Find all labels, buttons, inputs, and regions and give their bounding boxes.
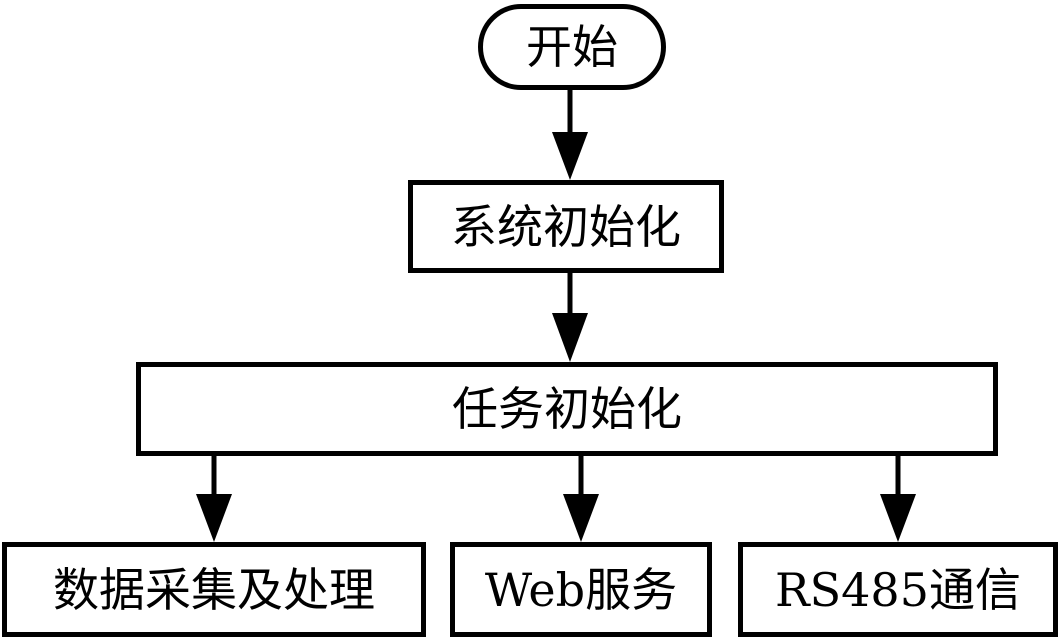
- data-acquisition-node: 数据采集及处理: [2, 542, 426, 637]
- start-node-label: 开始: [526, 20, 618, 74]
- task-init-node: 任务初始化: [136, 362, 998, 456]
- system-init-node: 系统初始化: [408, 180, 724, 273]
- system-init-node-label: 系统初始化: [451, 199, 681, 254]
- edge-task-init-to-rs485: [880, 456, 916, 542]
- edge-start-to-system-init: [552, 90, 588, 180]
- edge-task-init-to-web-service: [563, 456, 599, 542]
- data-acquisition-node-label: 数据采集及处理: [53, 562, 375, 617]
- rs485-comm-node-label: RS485通信: [775, 562, 1021, 617]
- edge-system-init-to-task-init: [552, 273, 588, 362]
- web-service-node-label: Web服务: [484, 562, 678, 617]
- edge-task-init-to-data-acquisition: [196, 456, 232, 542]
- start-node: 开始: [478, 4, 666, 90]
- web-service-node: Web服务: [450, 542, 712, 637]
- task-init-node-label: 任务初始化: [452, 382, 682, 436]
- rs485-comm-node: RS485通信: [738, 542, 1058, 637]
